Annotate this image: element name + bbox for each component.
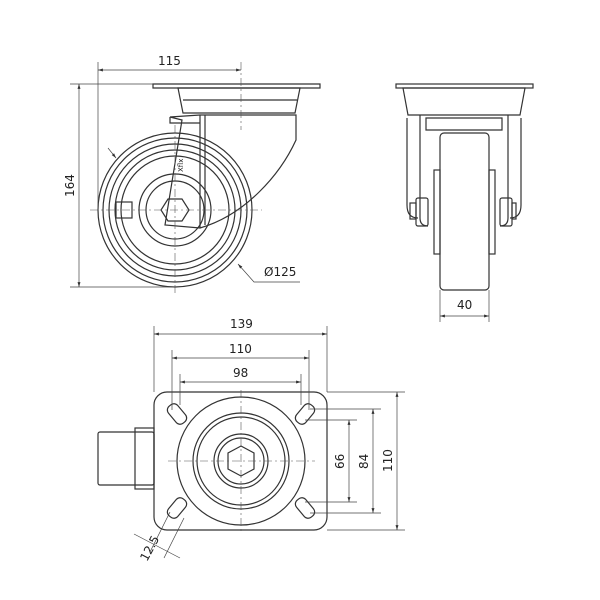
top-plate [152,83,321,89]
dim-label-66: 66 [333,454,347,469]
dim-label-84: 84 [357,454,371,469]
mounting-plate [153,391,328,531]
swivel-housing [177,87,301,114]
dim-label-110-horizontal: 110 [229,342,252,356]
dim-label-98-text: 98 [233,366,248,380]
dim-label-40: 40 [457,298,472,312]
axle-nut-right [499,197,513,227]
brand-logo: Xflx [177,159,185,172]
front-view: 40 [395,83,534,322]
dim-label-139: 139 [230,317,253,331]
bolt-slots [166,403,316,519]
axle-nut-left [415,197,429,227]
bottom-view: 139 110 98 110 84 66 12.5 [97,317,405,563]
dim-label-diameter: Ø125 [264,265,296,279]
dim-label-110-vertical: 110 [381,449,395,472]
side-view: Xflx 115 164 Ø125 [63,54,321,295]
dim-label-164: 164 [63,174,77,197]
wheel-front [439,132,490,291]
brake-lever [97,431,155,486]
dim-label-115: 115 [158,54,181,68]
